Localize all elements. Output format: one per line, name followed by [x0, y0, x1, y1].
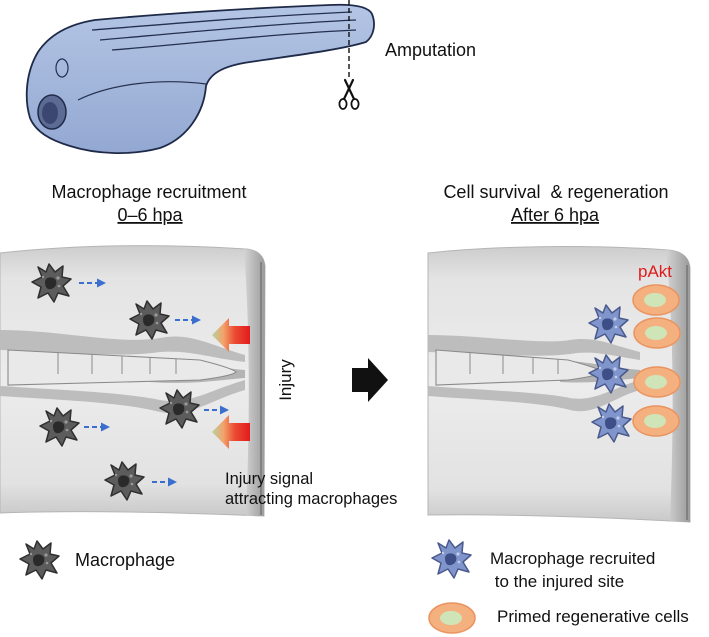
legend-primed-label: Primed regenerative cells: [497, 607, 689, 626]
pakt-label: pAkt: [638, 262, 672, 281]
larva-pupil: [42, 102, 58, 124]
scissors-handle: [338, 98, 348, 110]
amputation-label: Amputation: [385, 40, 476, 60]
scissors-icon: [338, 78, 360, 110]
fin-upper-lobe: [0, 330, 245, 362]
larva-otic-vesicle: [55, 58, 69, 78]
injury-signal-arrow-icon: [212, 415, 250, 449]
primed-cell-icon: [632, 405, 680, 437]
legend-recruited-label-line1: Macrophage recruited: [490, 549, 655, 568]
injury-signal-label-line1: Injury signal: [225, 470, 313, 488]
wound-edge-strip: [244, 249, 265, 516]
legend-macrophage-label: Macrophage: [75, 550, 175, 570]
larva-notochord-lower: [111, 29, 357, 51]
legend-primed-cell-icon: [428, 602, 476, 634]
primed-cell-icon: [633, 317, 681, 349]
transition-arrow-icon: [352, 358, 388, 402]
right-panel-title: Cell survival & regeneration: [443, 182, 668, 202]
injury-signal-label-line2: attracting macrophages: [225, 490, 397, 508]
legend-macrophage-icon: [19, 540, 60, 580]
left-tissue-panel: [0, 245, 266, 517]
legend-recruited-label-line2: to the injured site: [490, 572, 624, 591]
legend-recruited-macrophage-icon: [431, 539, 472, 579]
larva-body: [25, 3, 375, 154]
scissors-handle: [350, 98, 360, 110]
larva-dorsal-line: [91, 11, 353, 31]
primed-cell-icon: [632, 284, 680, 316]
right-panel-timepoint: After 6 hpa: [511, 205, 600, 225]
larva-notochord-upper: [99, 19, 357, 41]
left-panel-title: Macrophage recruitment: [51, 182, 246, 202]
zebrafish-larva-icon: [25, 3, 375, 154]
injury-signal-arrow-icon: [212, 318, 250, 352]
fin-lower-lobe: [428, 380, 640, 412]
injury-label: Injury: [276, 359, 295, 401]
left-panel-timepoint: 0–6 hpa: [117, 205, 183, 225]
primed-cell-icon: [633, 366, 681, 398]
larva-yolk-line: [77, 81, 207, 101]
scissors-blade: [343, 78, 356, 101]
